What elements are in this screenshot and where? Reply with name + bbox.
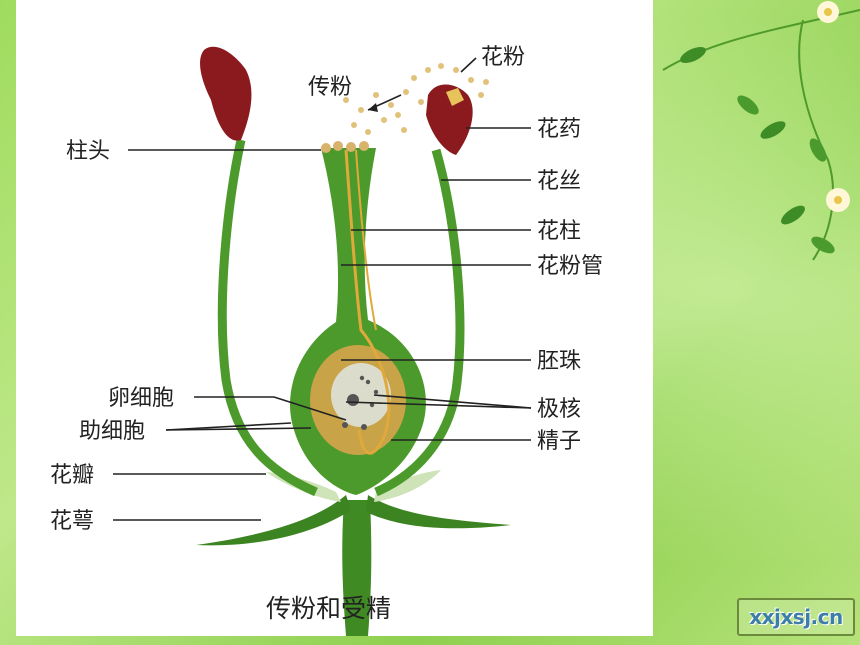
sepal-right — [366, 495, 511, 529]
label-egg-cell: 卵细胞 — [108, 386, 174, 411]
label-ovule: 胚珠 — [537, 349, 581, 374]
pollen-tube — [344, 149, 391, 455]
label-style: 花柱 — [537, 219, 581, 244]
filament-left — [217, 139, 318, 497]
label-sepal: 花萼 — [50, 509, 94, 534]
label-synergid: 助细胞 — [79, 419, 145, 444]
label-pollen: 花粉 — [481, 45, 525, 70]
diagram-caption: 传粉和受精 — [266, 594, 391, 623]
label-pollen-tube: 花粉管 — [537, 254, 603, 279]
label-petal: 花瓣 — [50, 463, 94, 488]
label-stigma: 柱头 — [66, 139, 110, 164]
label-sperm: 精子 — [537, 429, 581, 454]
decorative-vines — [662, 1, 860, 261]
diagram-panel: 柱头 传粉 花粉 花药 花丝 花柱 花粉管 胚珠 卵细胞 助细胞 极核 精子 花… — [16, 0, 653, 636]
embryo-sac — [331, 363, 391, 427]
egg-cell — [347, 394, 359, 406]
flower-diagram: 柱头 传粉 花粉 花药 花丝 花柱 花粉管 胚珠 卵细胞 助细胞 极核 精子 花… — [50, 45, 603, 636]
label-anther: 花药 — [537, 117, 581, 142]
watermark-logo: xxjxsj.cn — [737, 598, 855, 636]
pedicel — [342, 500, 372, 636]
sepal-left — [196, 495, 351, 546]
label-filament: 花丝 — [537, 169, 581, 194]
label-polar-nuclei: 极核 — [537, 397, 581, 422]
label-pollination: 传粉 — [308, 75, 352, 100]
anther-left — [200, 46, 252, 141]
filament-right — [374, 148, 465, 497]
pollen-grains — [343, 63, 489, 135]
petal-right — [374, 470, 441, 502]
anther-right — [426, 84, 473, 155]
